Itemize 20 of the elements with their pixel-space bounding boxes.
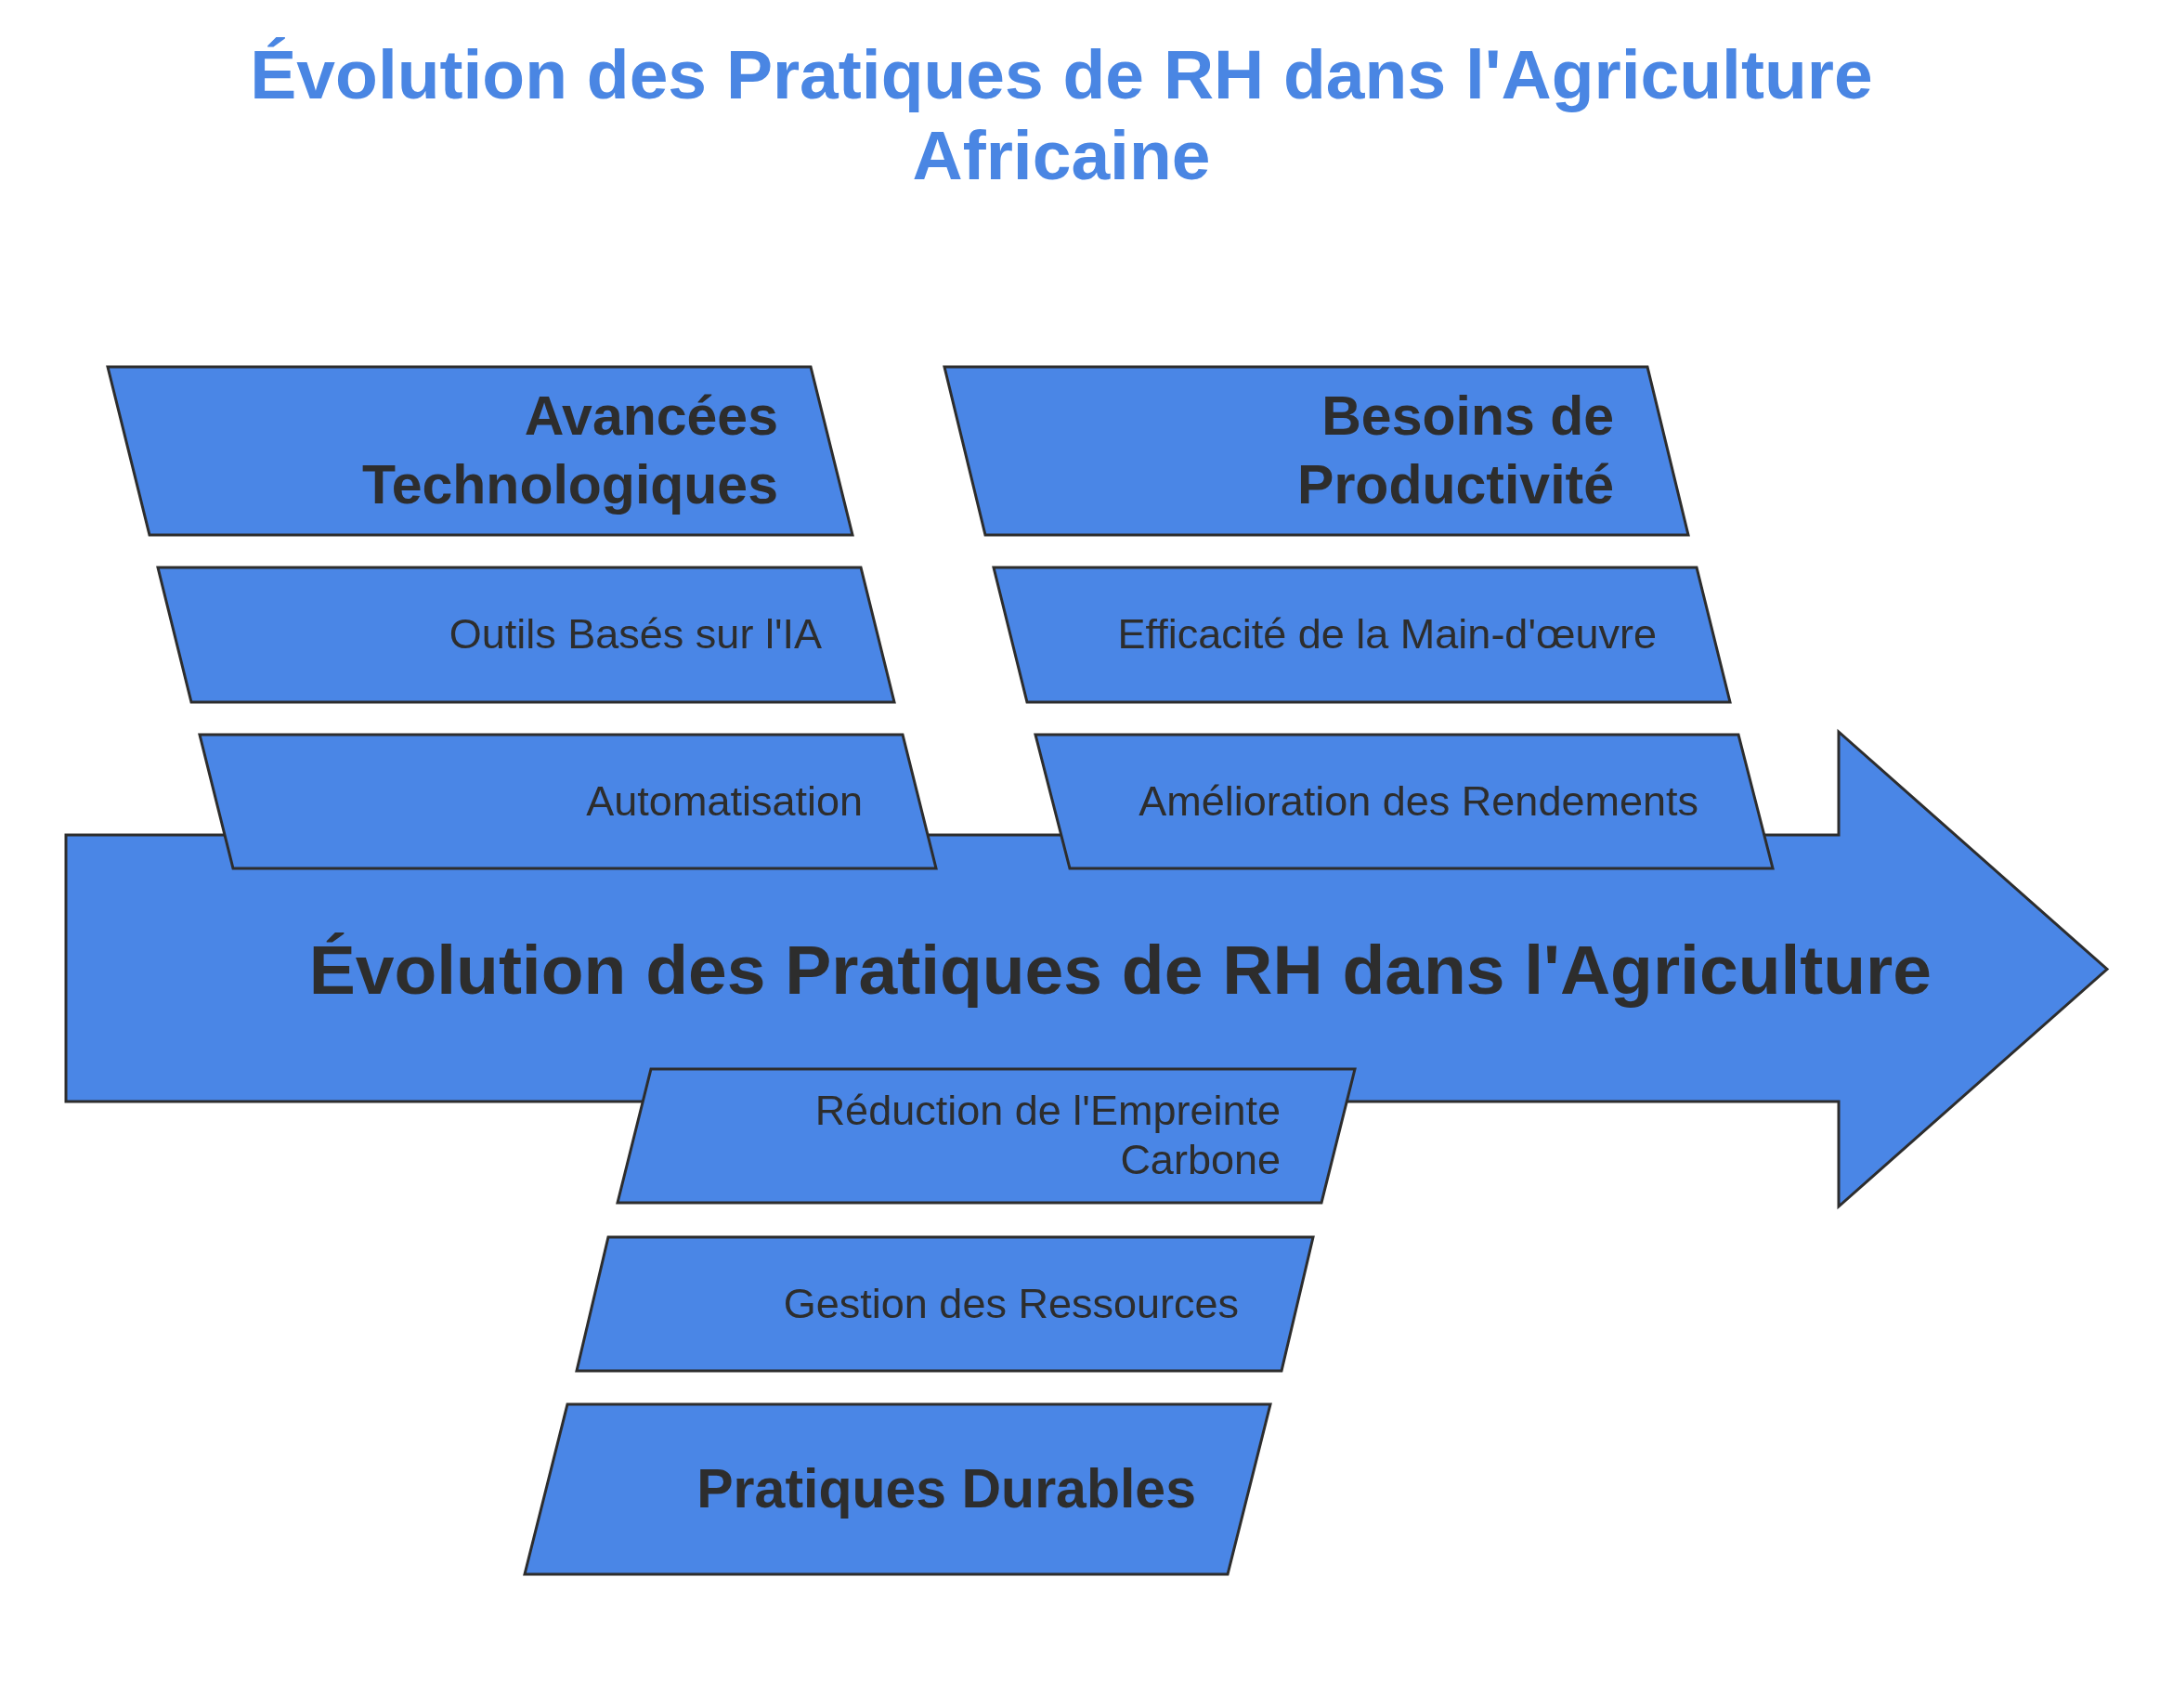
factor-parallelogram bbox=[577, 1237, 1313, 1371]
diagram-title: Évolution des Pratiques de RH dans l'Agriculture Africaine bbox=[249, 34, 1874, 196]
factor-parallelogram bbox=[200, 735, 936, 868]
factor-label: Automatisation bbox=[586, 776, 863, 827]
factor-parallelogram bbox=[1035, 735, 1773, 868]
factor-label: Efficacité de la Main-d'œuvre bbox=[1117, 610, 1657, 659]
factor-label: Réduction de l'Empreinte Carbone bbox=[813, 1087, 1281, 1185]
factor-parallelogram bbox=[158, 567, 894, 702]
category-heading: Pratiques Durables bbox=[696, 1456, 1196, 1521]
factor-parallelogram bbox=[994, 567, 1730, 702]
category-heading: Avancées Technologiques bbox=[361, 385, 778, 517]
factor-label: Outils Basés sur l'IA bbox=[449, 610, 822, 659]
factor-label: Amélioration des Rendements bbox=[1139, 776, 1698, 827]
main-arrow-label: Évolution des Pratiques de RH dans l'Agriculture bbox=[308, 929, 1932, 1010]
factor-parallelogram bbox=[618, 1069, 1355, 1203]
category-parallelogram bbox=[525, 1404, 1270, 1574]
factor-label: Gestion des Ressources bbox=[783, 1279, 1239, 1329]
category-heading: Besoins de Productivité bbox=[1296, 385, 1614, 517]
category-parallelogram bbox=[944, 367, 1688, 535]
category-parallelogram bbox=[108, 367, 852, 535]
